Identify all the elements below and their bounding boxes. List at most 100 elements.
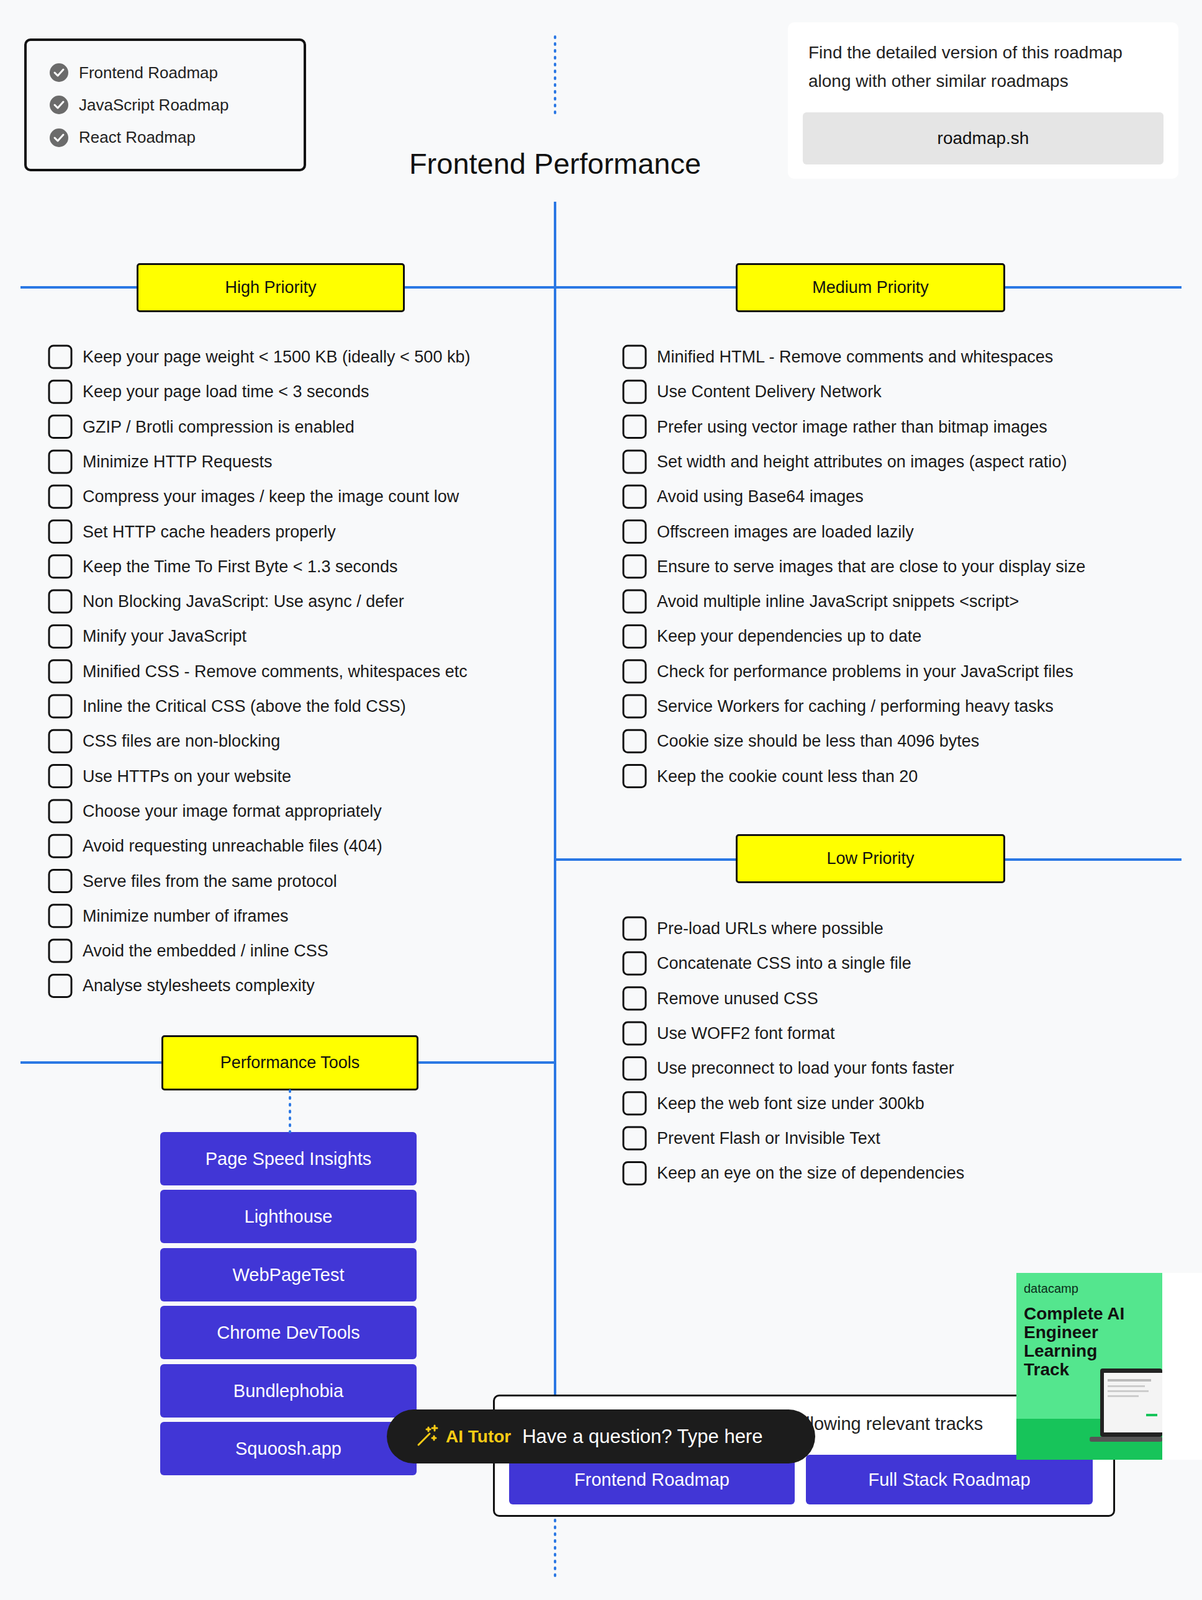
checkbox	[49, 380, 72, 403]
tool-button: WebPageTest	[160, 1248, 417, 1302]
node-text: Frontend Roadmap	[574, 1470, 730, 1491]
checklist-item: Minified HTML - Remove comments and whit…	[656, 344, 1053, 370]
checklist-item: Minimize number of iframes	[82, 903, 289, 929]
checkbox	[623, 1022, 646, 1045]
checklist-item: Use preconnect to load your fonts faster	[656, 1056, 955, 1081]
checkbox	[49, 450, 72, 474]
checklist-item: Non Blocking JavaScript: Use async / def…	[82, 589, 405, 615]
checklist-item: Cookie size should be less than 4096 byt…	[656, 728, 980, 754]
node-text: datacamp	[1023, 1282, 1155, 1297]
checklist-item: Keep the Time To First Byte < 1.3 second…	[82, 554, 398, 580]
checklist-item: Offscreen images are loaded lazily	[656, 519, 914, 545]
checkbox	[49, 730, 72, 753]
checkbox	[623, 730, 646, 753]
checkbox	[623, 987, 646, 1011]
checklist-item: Keep the cookie count less than 20	[656, 764, 918, 790]
checklist-item: Keep your page load time < 3 seconds	[82, 379, 370, 405]
node-text: AI Tutor	[445, 1427, 511, 1448]
node-text: WebPageTest	[232, 1265, 344, 1286]
checkbox	[623, 625, 646, 648]
checklist-item: Minified CSS - Remove comments, whitespa…	[82, 659, 468, 685]
checkbox	[49, 485, 72, 508]
checkbox	[623, 520, 646, 544]
link-button: roadmap.sh	[802, 112, 1164, 165]
node-text: Frontend Roadmap	[78, 56, 304, 89]
ai-tutor-pill: AI Tutor Have a question? Type here	[386, 1409, 816, 1465]
node-text: Have a question? Type here	[522, 1426, 763, 1449]
checklist-item: Avoid the embedded / inline CSS	[82, 938, 329, 964]
dotted-connector	[288, 1090, 292, 1133]
checkbox	[49, 660, 72, 683]
info-card: Find the detailed version of this roadma…	[787, 22, 1179, 179]
section-header: Medium Priority	[735, 263, 1006, 313]
tool-button: Page Speed Insights	[160, 1132, 417, 1186]
checklist-item: Set width and height attributes on image…	[656, 449, 1067, 475]
checkbox	[49, 800, 72, 823]
node-text: Page Speed Insights	[205, 1149, 372, 1170]
section-header: Low Priority	[735, 834, 1006, 884]
checkbox	[623, 555, 646, 579]
dotted-line	[553, 36, 557, 118]
checkbox	[623, 952, 646, 975]
node-text: Full Stack Roadmap	[867, 1470, 1031, 1491]
checklist-item: Prevent Flash or Invisible Text	[656, 1126, 881, 1152]
checkbox	[623, 917, 646, 940]
checkbox	[623, 450, 646, 474]
checkbox	[623, 1092, 646, 1116]
section-header: High Priority	[136, 263, 405, 313]
node-text: Performance Tools	[220, 1053, 361, 1073]
checkbox	[623, 1162, 646, 1185]
checklist-item: Compress your images / keep the image co…	[82, 484, 459, 510]
checklist-item: Inline the Critical CSS (above the fold …	[82, 694, 407, 719]
checkbox	[623, 485, 646, 508]
diagram-title: Frontend Performance	[306, 146, 804, 182]
node-text: roadmap.sh	[937, 128, 1030, 149]
checklist-item: Avoid requesting unreachable files (404)	[82, 833, 383, 859]
node-text: React Roadmap	[78, 121, 304, 154]
checklist-item: Pre-load URLs where possible	[656, 916, 884, 942]
node-text: llowing relevant tracks	[805, 1413, 983, 1436]
laptop-image	[1089, 1369, 1163, 1443]
checkbox	[623, 415, 646, 439]
node-text: Bundlephobia	[233, 1381, 344, 1402]
checkbox	[623, 1057, 646, 1080]
wand-icon	[418, 1426, 438, 1446]
checklist-item: Prefer using vector image rather than bi…	[656, 414, 1048, 440]
checkbox	[49, 520, 72, 544]
node-text: Find the detailed version of this roadma…	[808, 38, 1169, 96]
checkbox-group	[49, 345, 646, 1185]
check-icon	[49, 95, 69, 115]
tool-button: Chrome DevTools	[160, 1306, 417, 1360]
check-icon	[49, 128, 69, 148]
ad-card	[1162, 1273, 1202, 1461]
checkbox	[49, 905, 72, 928]
checkbox	[49, 939, 72, 963]
check-icon	[49, 63, 69, 82]
checkbox	[623, 590, 646, 613]
checkbox	[49, 415, 72, 439]
spine-line	[553, 201, 557, 1396]
dotted-line	[553, 1520, 557, 1581]
checkbox	[623, 1127, 646, 1150]
checkbox	[623, 695, 646, 718]
checkbox	[623, 345, 646, 369]
node-text: JavaScript Roadmap	[78, 88, 304, 122]
checklist-item: Keep your page weight < 1500 KB (ideally…	[82, 344, 470, 370]
node-text: Lighthouse	[244, 1206, 333, 1228]
checkbox	[49, 695, 72, 718]
tool-button: Lighthouse	[160, 1190, 417, 1244]
node-text: High Priority	[224, 278, 317, 298]
checkbox	[49, 974, 72, 998]
checklist-item: Service Workers for caching / performing…	[656, 694, 1054, 719]
checklist-item: Minify your JavaScript	[82, 623, 247, 649]
tool-button: Squoosh.app	[160, 1422, 417, 1476]
checklist-item: Analyse stylesheets complexity	[82, 973, 315, 999]
checklist-item: Keep an eye on the size of dependencies	[656, 1161, 965, 1186]
checkbox	[49, 345, 72, 369]
checklist-item: Choose your image format appropriately	[82, 799, 382, 824]
checklist-item: Serve files from the same protocol	[82, 869, 338, 895]
checklist-item: Keep your dependencies up to date	[656, 623, 922, 649]
track-button: Full Stack Roadmap	[805, 1455, 1093, 1505]
node-text: Chrome DevTools	[216, 1323, 360, 1344]
checklist-item: Use Content Delivery Network	[656, 379, 882, 405]
